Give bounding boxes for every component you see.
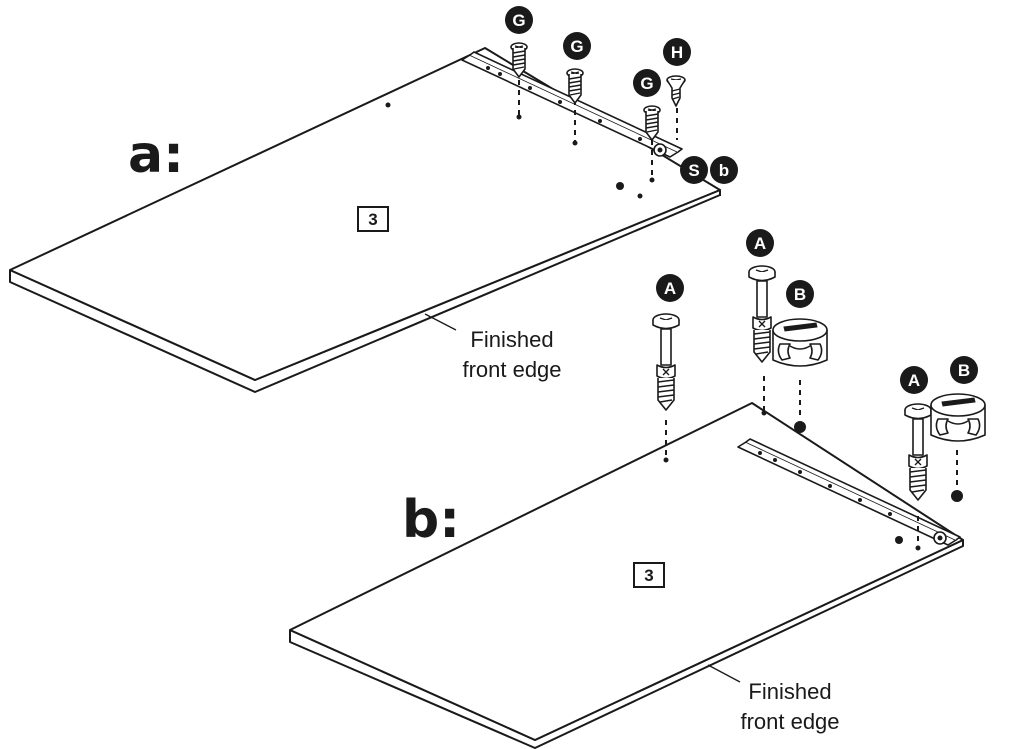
panel-number-text: 3 [368, 210, 377, 229]
badge-letter: G [570, 37, 583, 56]
badge-a-1: A [656, 274, 684, 302]
step-a-label: a: [128, 125, 184, 185]
badge-a-2: A [746, 229, 774, 257]
edge-note-b-line1: Finished [748, 679, 831, 704]
badge-letter: b [719, 161, 729, 180]
edge-note-a-line1: Finished [470, 327, 553, 352]
edge-note-a-line2: front edge [462, 357, 561, 382]
badge-letter: G [512, 11, 525, 30]
badge-letter: A [754, 234, 766, 253]
cam-lock-b-icon [930, 393, 986, 442]
badge-h: H [663, 38, 691, 66]
badge-letter: B [958, 361, 970, 380]
badge-letter: A [664, 279, 676, 298]
badge-letter: A [908, 371, 920, 390]
cam-bolt-a-icon [748, 265, 776, 363]
panel-number-text: 3 [644, 566, 653, 585]
panel-b-top [289, 402, 964, 741]
badge-b-1: B [786, 280, 814, 308]
drawer-rail-b [737, 438, 961, 546]
badge-s: S [680, 156, 708, 184]
badge-a-3: A [900, 366, 928, 394]
badge-letter: H [671, 43, 683, 62]
badge-letter: G [640, 74, 653, 93]
badge-g-3: G [633, 69, 661, 97]
cam-bolt-a-icon [652, 313, 680, 411]
badge-g-1: G [505, 6, 533, 34]
badge-letter: S [688, 161, 699, 180]
badge-letter: B [794, 285, 806, 304]
badge-g-2: G [563, 32, 591, 60]
edge-note-b-line2: front edge [740, 709, 839, 734]
step-a: G G G H S b a: 3 Finished [9, 6, 738, 393]
badge-b-2: B [950, 356, 978, 384]
cam-lock-b-icon [772, 318, 828, 367]
screw-h-icon [666, 75, 686, 107]
badge-b: b [710, 156, 738, 184]
cam-bolt-a-icon [904, 403, 932, 501]
step-b-label: b: [402, 490, 460, 550]
panel-number-b: 3 [633, 562, 665, 588]
step-b: A A B A B b: 3 Finished front edge [289, 229, 986, 749]
panel-number-a: 3 [357, 206, 389, 232]
pilot-hole [385, 102, 391, 108]
